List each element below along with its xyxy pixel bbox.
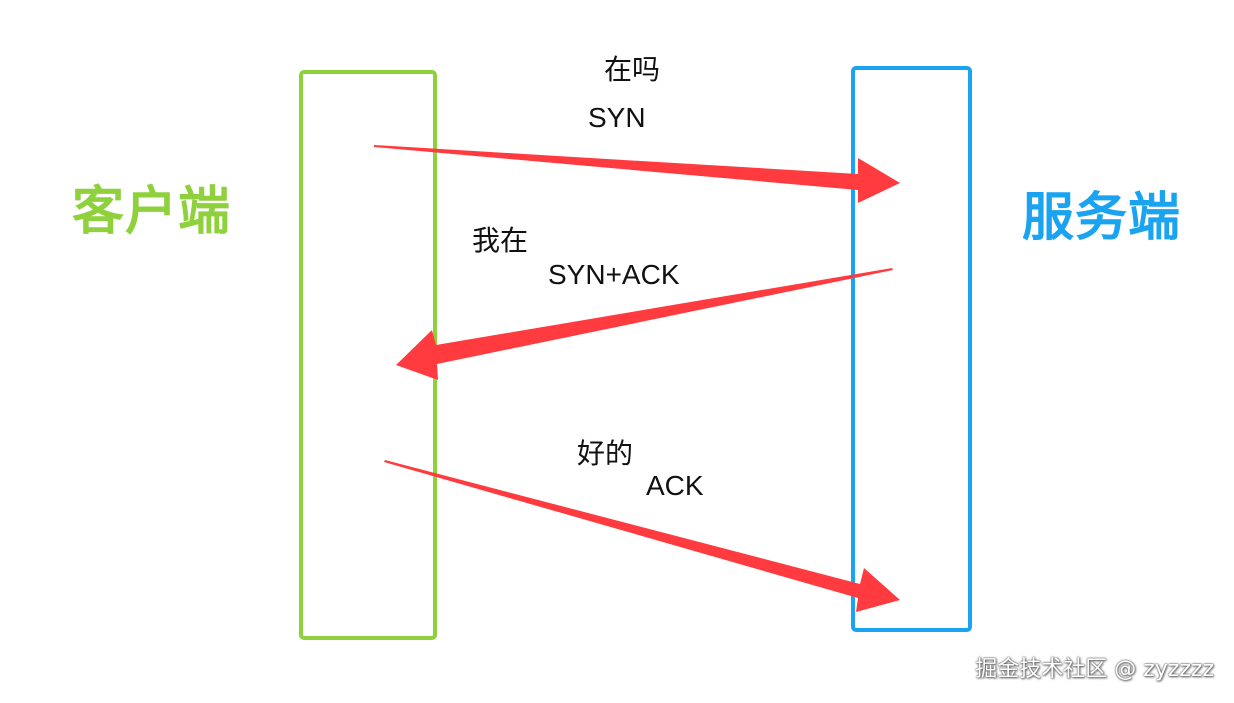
watermark: 掘金技术社区 @ zyzzzz: [975, 657, 1214, 682]
syn-ack-meaning-text: 我在: [472, 225, 529, 256]
syn-meaning-text: 在吗: [604, 54, 661, 85]
syn-flag-text: SYN: [588, 102, 646, 133]
server-box: [851, 66, 972, 632]
syn-ack-arrow: [396, 268, 893, 380]
client-label: 客户端: [72, 182, 232, 242]
ack-flag-text: ACK: [646, 470, 704, 501]
ack-arrow: [384, 460, 900, 612]
ack-meaning-text: 好的: [577, 438, 634, 469]
syn-arrow: [374, 145, 900, 203]
server-label: 服务端: [1022, 188, 1182, 248]
syn-ack-flag-text: SYN+ACK: [548, 259, 680, 290]
